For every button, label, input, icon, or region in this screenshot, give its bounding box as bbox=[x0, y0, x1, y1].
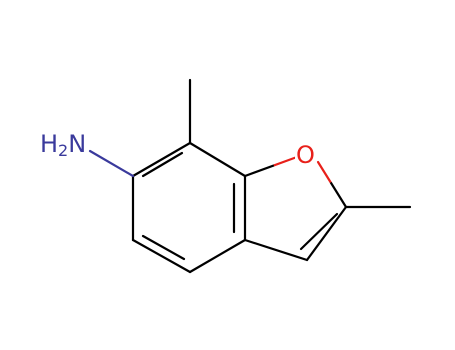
oxygen-symbol: O bbox=[296, 141, 315, 169]
bond-c6-nitrogen bbox=[88, 149, 135, 178]
bond-o1-c2 bbox=[316, 160, 348, 209]
double-bond-inner-c5-c4 bbox=[141, 234, 186, 261]
bond-c7-c6 bbox=[131, 141, 192, 178]
amine-nitrogen: N bbox=[68, 130, 87, 158]
double-bond-inner-c2-c3 bbox=[299, 212, 339, 251]
oxygen-atom-label: O bbox=[295, 143, 316, 167]
amine-hydrogen-count: 2 bbox=[58, 141, 69, 160]
bond-c7a-o1 bbox=[243, 155, 299, 178]
double-bond-inner-c7-c6 bbox=[141, 151, 184, 178]
amine-group-label: H2N bbox=[39, 130, 88, 159]
bond-c4-c3a bbox=[188, 238, 247, 274]
bond-c2-c3 bbox=[305, 205, 348, 262]
bond-c7a-c7 bbox=[188, 141, 247, 178]
bond-c5-c4 bbox=[131, 238, 192, 274]
amine-hydrogen: H bbox=[40, 130, 59, 158]
bond-c3-c3a bbox=[243, 238, 309, 262]
